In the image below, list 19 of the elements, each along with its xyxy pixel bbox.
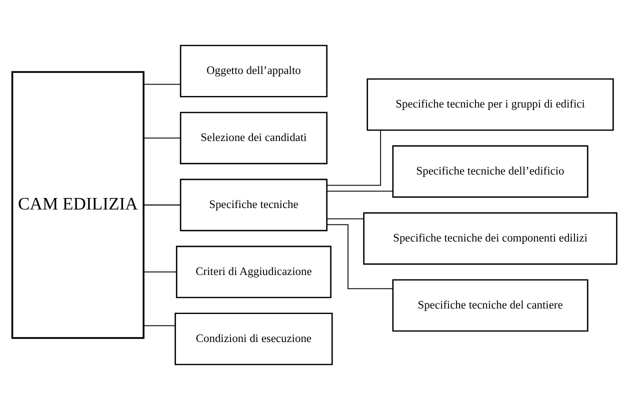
connector (143, 324, 176, 326)
node-box: Selezione dei candidati (180, 111, 328, 164)
connector (143, 204, 181, 205)
connector (143, 271, 177, 272)
connector (326, 190, 394, 192)
node-box: Condizioni di esecuzione (174, 312, 333, 365)
connector (143, 83, 181, 84)
node-box: Specifiche tecniche del cantiere (392, 278, 588, 332)
node-box: Specifiche tecniche dei componenti edilizi (363, 212, 618, 264)
connector (326, 224, 394, 289)
node-box: Specifiche tecniche (180, 178, 328, 231)
node-box: CAM EDILIZIA (11, 70, 144, 338)
node-box: Specifiche tecniche per i gruppi di edifici (366, 78, 614, 130)
node-box: Oggetto dell’appalto (180, 44, 328, 97)
node-box: Criteri di Aggiudicazione (176, 245, 332, 298)
node-box: Specifiche tecniche dell’edificio (392, 144, 588, 198)
connector (326, 218, 364, 219)
connector (143, 137, 181, 138)
connector (326, 129, 382, 186)
